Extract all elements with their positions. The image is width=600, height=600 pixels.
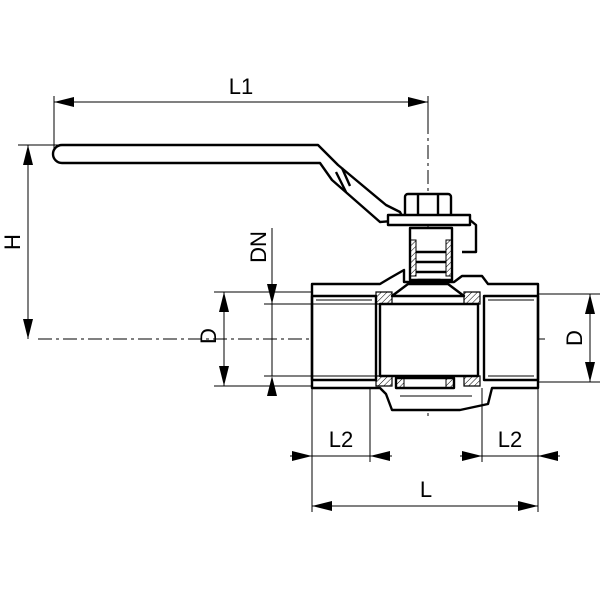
dimension-dn-label: DN xyxy=(246,231,271,263)
dimension-d-left-label: D xyxy=(196,328,221,344)
dimension-l-label: L xyxy=(420,477,432,502)
valve-body xyxy=(310,268,540,412)
dimension-l1-label: L1 xyxy=(229,74,253,99)
dimension-d-right: D xyxy=(562,294,595,382)
dimension-l: L xyxy=(312,477,538,511)
dimension-l2-right: L2 xyxy=(460,427,560,461)
dimension-l2-right-label: L2 xyxy=(498,427,522,452)
dimension-d-left: D xyxy=(196,292,229,386)
dimension-h-label: H xyxy=(0,234,25,250)
lever-handle xyxy=(51,143,406,224)
dimension-d-right-label: D xyxy=(562,330,587,346)
extension-lines xyxy=(18,96,600,512)
dimension-l2-left-label: L2 xyxy=(329,427,353,452)
dimension-l1: L1 xyxy=(54,74,428,107)
stem-nut xyxy=(386,192,478,254)
dimension-l2-left: L2 xyxy=(290,427,392,461)
dimension-h: H xyxy=(0,145,33,339)
dimension-dn: DN xyxy=(246,228,277,396)
